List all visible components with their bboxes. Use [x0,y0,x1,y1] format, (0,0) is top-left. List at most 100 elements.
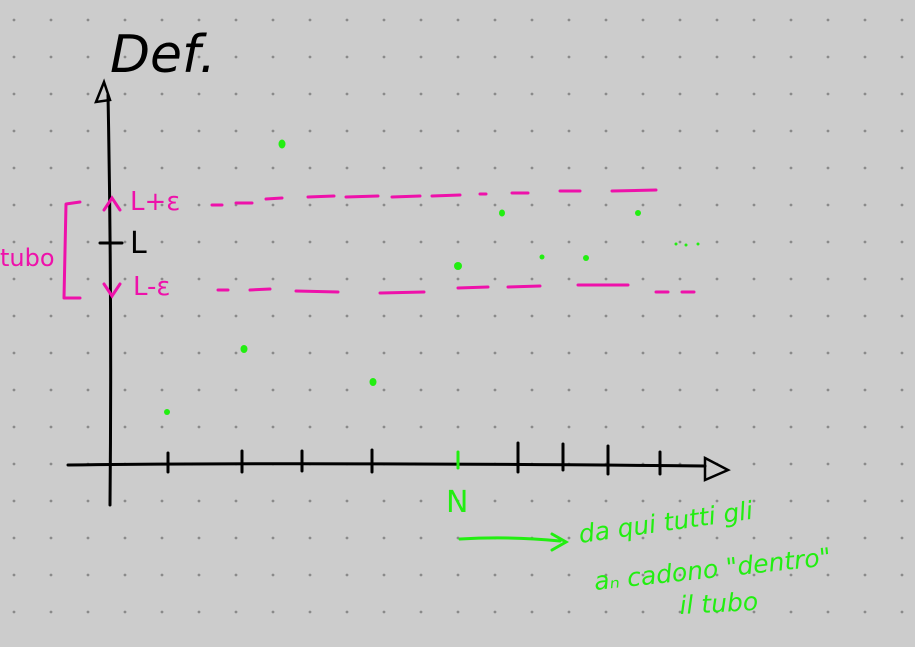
grid-dot [382,388,386,392]
grid-dot [715,129,719,133]
grid-dot [715,92,719,96]
grid-dot [12,18,16,22]
grid-dot [530,499,534,503]
grid-dot [604,610,608,614]
note-line-3: il tubo [679,587,759,620]
grid-dot [678,573,682,577]
grid-dot [530,351,534,355]
grid-dot [900,425,904,429]
point [696,242,700,246]
grid-dot [197,129,201,133]
grid-dot [419,499,423,503]
grid-dot [12,610,16,614]
grid-dot [752,314,756,318]
grid-dot [789,610,793,614]
point [369,378,377,386]
grid-dot [234,240,238,244]
grid-dot [160,351,164,355]
grid-dot [789,240,793,244]
point [164,409,170,415]
grid-dot [863,425,867,429]
note-line-2: aₙ cadono "dentro" [593,542,833,596]
grid-dot [308,277,312,281]
grid-dot [197,536,201,540]
grid-dot [678,536,682,540]
grid-dot [234,425,238,429]
grid-dot [863,388,867,392]
grid-dot [160,240,164,244]
grid-dot [419,55,423,59]
grid-dot [641,499,645,503]
grid-dot [308,351,312,355]
grid-dot [604,425,608,429]
grid-dot [419,536,423,540]
grid-dot [567,351,571,355]
grid-dot [86,351,90,355]
grid-dot [419,425,423,429]
grid-dot [12,203,16,207]
grid-dot [160,388,164,392]
grid-dot [567,499,571,503]
grid-dot [752,240,756,244]
grid-dot [530,573,534,577]
grid-dot [86,18,90,22]
grid-dot [12,499,16,503]
grid-dot [160,536,164,540]
grid-dot [826,536,830,540]
grid-dot [863,499,867,503]
grid-dot [345,314,349,318]
grid-dot [12,92,16,96]
grid-dot [567,166,571,170]
grid-dot [456,425,460,429]
grid-dot [752,277,756,281]
grid-dot [863,166,867,170]
grid-dot [419,610,423,614]
grid-dot [345,536,349,540]
grid-dot [456,166,460,170]
grid-dot [530,55,534,59]
grid-dot [12,277,16,281]
grid-dot [863,240,867,244]
grid-dot [789,92,793,96]
grid-dot [160,573,164,577]
grid-dot [12,55,16,59]
grid-dot [863,462,867,466]
grid-dot [715,55,719,59]
grid-dot [271,129,275,133]
grid-dot [863,351,867,355]
grid-dot [197,240,201,244]
grid-dot [604,166,608,170]
grid-dot [271,166,275,170]
note-arrow [458,532,570,552]
grid-dot [641,425,645,429]
grid-dot [567,55,571,59]
grid-dot [160,425,164,429]
grid-dot [382,425,386,429]
grid-dot [456,240,460,244]
grid-dot [271,536,275,540]
grid-dot [123,425,127,429]
grid-dot [49,536,53,540]
grid-dot [826,55,830,59]
grid-dot [49,92,53,96]
grid-dot [604,388,608,392]
label-tube: tubo [0,244,55,272]
grid-dot [826,462,830,466]
grid-dot [715,351,719,355]
grid-dot [12,314,16,318]
grid-dot [604,351,608,355]
grid-dot [308,166,312,170]
grid-dot [567,536,571,540]
grid-dot [789,129,793,133]
grid-dot [752,610,756,614]
grid-dot [604,55,608,59]
grid-dot [715,240,719,244]
grid-dot [604,277,608,281]
grid-dot [641,573,645,577]
point [454,262,462,270]
grid-dot [863,536,867,540]
grid-dot [641,240,645,244]
grid-dot [678,314,682,318]
grid-dot [826,277,830,281]
grid-dot [49,240,53,244]
